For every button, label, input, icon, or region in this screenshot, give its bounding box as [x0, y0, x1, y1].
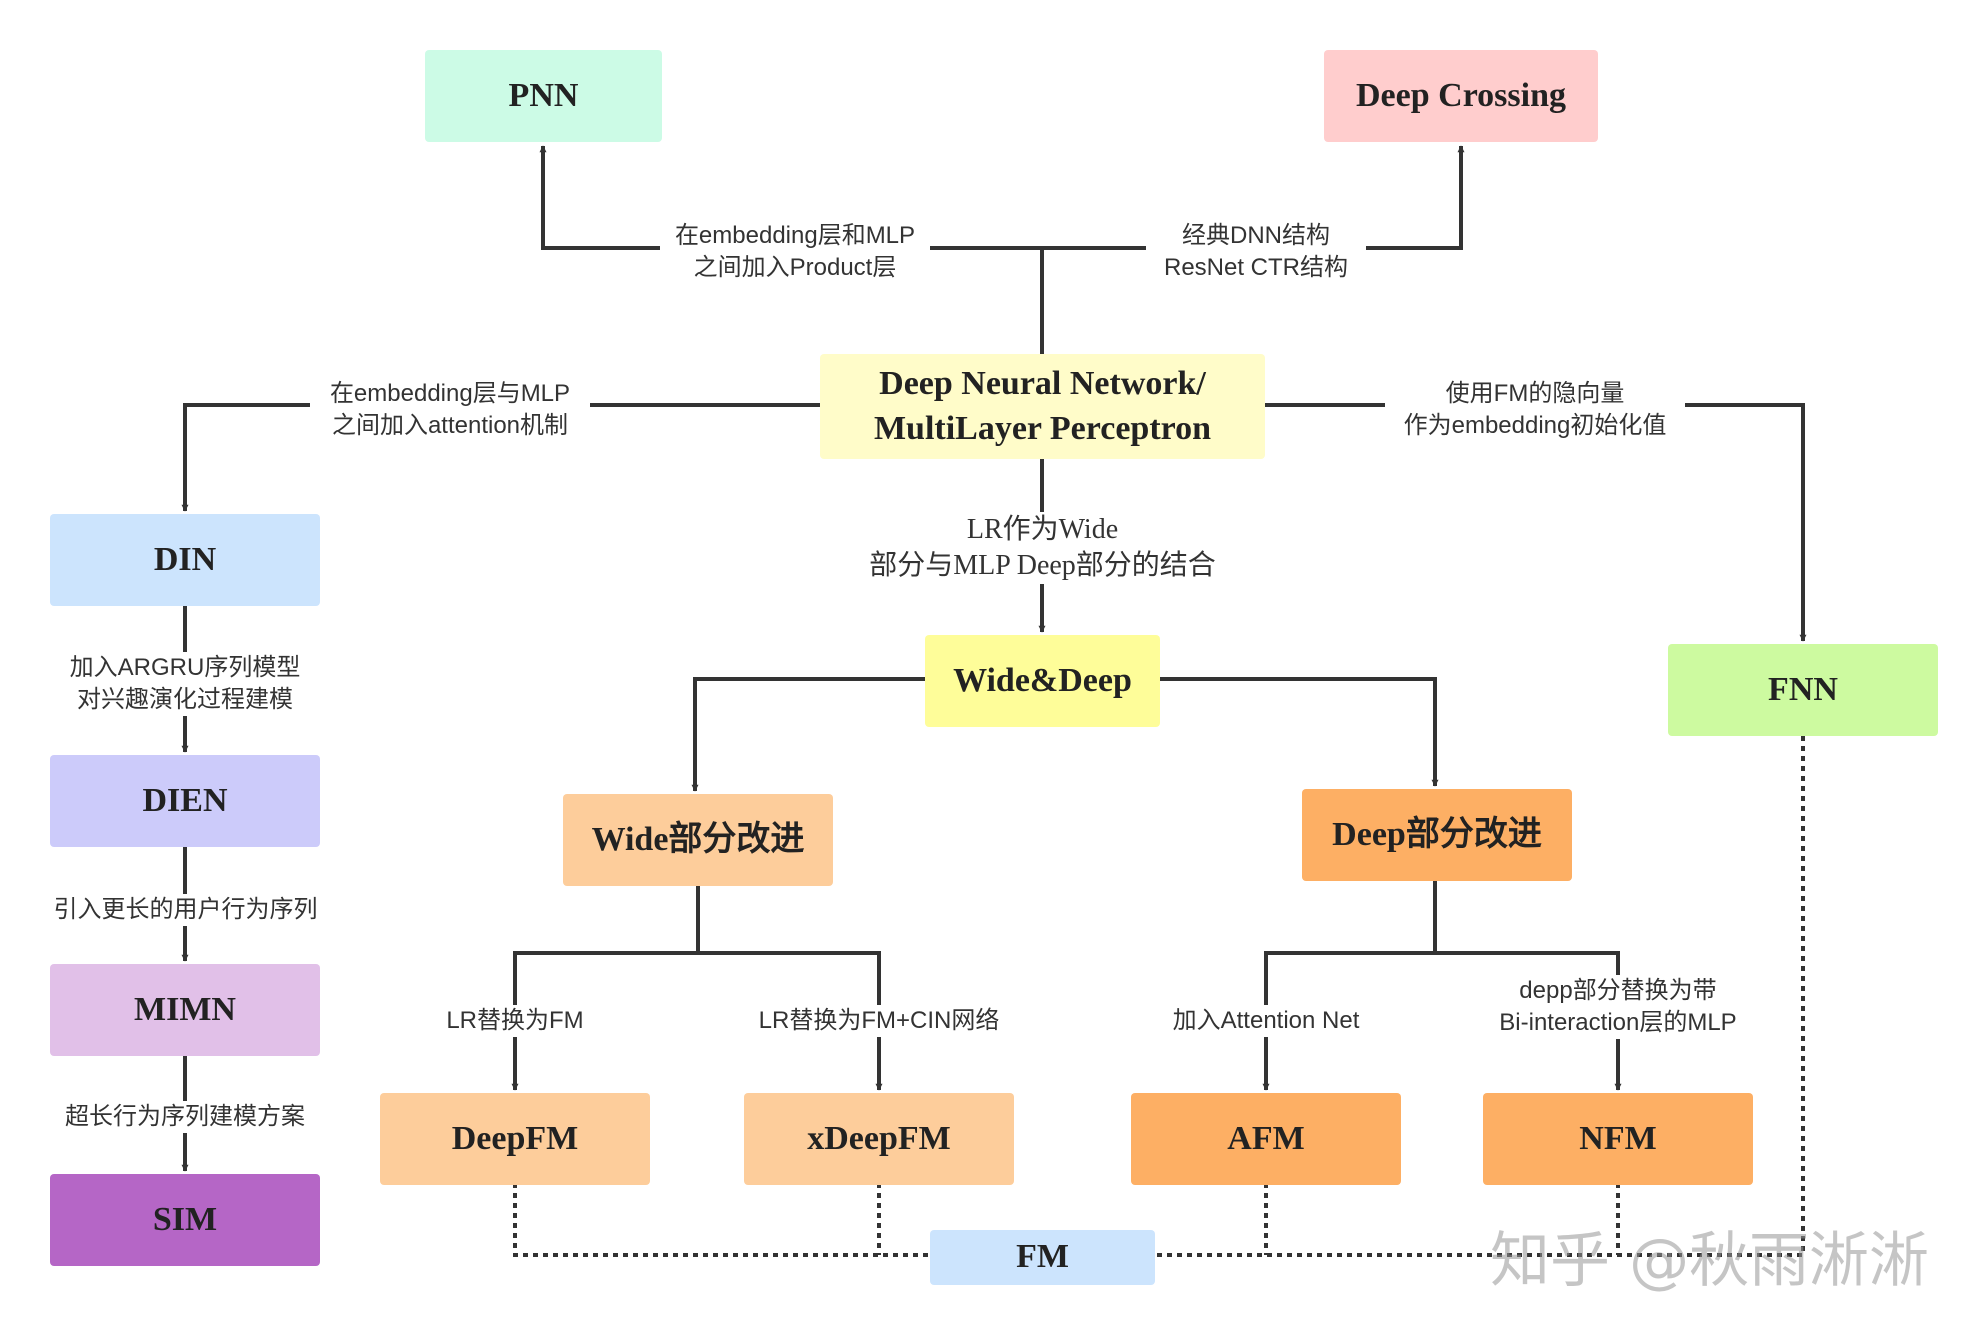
node-pnn: PNN [425, 50, 662, 142]
edge-label-to-dien: 加入ARGRU序列模型 对兴趣演化过程建模 [55, 652, 315, 716]
edge-label-to-deepfm: LR替换为FM [435, 1005, 595, 1037]
edge-label-to-pnn-line2: 之间加入Product层 [693, 254, 897, 281]
node-dnn-label-line2: MultiLayer Perceptron [873, 409, 1212, 447]
node-sim-label: SIM [152, 1200, 218, 1238]
dotted-fnn-to-fm [1155, 736, 1805, 1257]
edge-label-to-nfm-line1: depp部分替换为带 [1519, 977, 1717, 1004]
node-dnn-label-line1: Deep Neural Network/ [879, 365, 1206, 403]
node-dien: DIEN [50, 755, 320, 847]
node-wide-deep: Wide&Deep [925, 635, 1160, 727]
edge-label-to-nfm-line2: Bi-interaction层的MLP [1499, 1009, 1737, 1036]
node-din: DIN [50, 514, 320, 606]
edge-wide-improve-to-deepfm [511, 883, 700, 1091]
node-sim: SIM [50, 1174, 320, 1266]
node-deep-crossing: Deep Crossing [1324, 50, 1598, 142]
node-nfm-label: NFM [1579, 1119, 1657, 1157]
edge-dnn-to-din [181, 403, 820, 512]
node-deepfm: DeepFM [380, 1093, 650, 1185]
node-dnn: Deep Neural Network/ MultiLayer Perceptr… [820, 354, 1265, 459]
node-xdeepfm-label: xDeepFM [807, 1119, 951, 1157]
edge-wide-improve-to-xdeepfm [698, 951, 883, 1091]
edge-wide-deep-to-wide-improve [691, 677, 925, 792]
edge-label-to-deep-crossing-line2: ResNet CTR结构 [1163, 254, 1349, 281]
watermark: 知乎 @秋雨淅淅 [1490, 1226, 1930, 1296]
node-nfm: NFM [1483, 1093, 1753, 1185]
node-afm-label: AFM [1227, 1119, 1305, 1157]
node-dien-label: DIEN [142, 781, 228, 819]
edge-label-to-din-line2: 之间加入attention机制 [331, 412, 569, 439]
node-mimn-label: MIMN [134, 990, 236, 1028]
edge-label-to-wide-deep-line1: LR作为Wide [966, 514, 1119, 545]
edge-label-to-din-line1: 在embedding层与MLP [329, 380, 571, 407]
node-fm-label: FM [1016, 1238, 1069, 1276]
node-fnn: FNN [1668, 644, 1938, 736]
edge-deep-improve-to-nfm [1435, 951, 1622, 1091]
node-wide-improve-label: Wide部分改进 [591, 820, 805, 858]
node-xdeepfm: xDeepFM [744, 1093, 1014, 1185]
edge-label-to-din: 在embedding层与MLP 之间加入attention机制 [310, 378, 590, 442]
node-pnn-label: PNN [508, 76, 579, 114]
edge-label-to-dien-line1: 加入ARGRU序列模型 [69, 654, 301, 681]
edge-label-to-wide-deep-line2: 部分与MLP Deep部分的结合 [869, 550, 1216, 581]
edge-label-to-xdeepfm-line1: LR替换为FM+CIN网络 [758, 1007, 1000, 1034]
edge-label-to-sim: 超长行为序列建模方案 [50, 1101, 320, 1133]
node-deep-improve: Deep部分改进 [1302, 789, 1572, 881]
dotted-deepfm-to-fm [513, 1183, 930, 1257]
edge-label-to-afm-line1: 加入Attention Net [1172, 1007, 1360, 1034]
edge-label-to-pnn-line1: 在embedding层和MLP [674, 222, 916, 249]
node-deep-improve-label: Deep部分改进 [1332, 815, 1542, 853]
node-wide-deep-label: Wide&Deep [953, 661, 1132, 699]
node-fnn-label: FNN [1768, 670, 1838, 708]
edge-label-to-deep-crossing-line1: 经典DNN结构 [1182, 222, 1330, 249]
edge-label-to-afm: 加入Attention Net [1158, 1005, 1374, 1037]
edge-label-to-xdeepfm: LR替换为FM+CIN网络 [745, 1005, 1013, 1037]
node-afm: AFM [1131, 1093, 1401, 1185]
edge-wide-deep-to-deep-improve [1160, 677, 1439, 787]
edge-label-to-wide-deep: LR作为Wide 部分与MLP Deep部分的结合 [850, 512, 1235, 584]
node-deepfm-label: DeepFM [451, 1119, 579, 1157]
edge-label-to-fnn-line2: 作为embedding初始化值 [1403, 412, 1667, 439]
node-din-label: DIN [153, 540, 217, 578]
edge-deep-improve-to-afm [1262, 878, 1437, 1091]
edge-label-to-fnn-line1: 使用FM的隐向量 [1445, 380, 1625, 407]
node-mimn: MIMN [50, 964, 320, 1056]
edge-label-to-mimn: 引入更长的用户行为序列 [38, 894, 333, 926]
node-deep-crossing-label: Deep Crossing [1356, 76, 1566, 114]
edge-label-to-pnn: 在embedding层和MLP 之间加入Product层 [660, 220, 930, 284]
edge-label-to-mimn-line1: 引入更长的用户行为序列 [53, 896, 318, 923]
edge-label-to-deepfm-line1: LR替换为FM [446, 1007, 584, 1034]
node-wide-improve: Wide部分改进 [563, 794, 833, 886]
edge-label-to-dien-line2: 对兴趣演化过程建模 [77, 686, 293, 713]
node-fm: FM [930, 1230, 1155, 1285]
edge-label-to-fnn: 使用FM的隐向量 作为embedding初始化值 [1385, 378, 1685, 442]
edge-label-to-sim-line1: 超长行为序列建模方案 [65, 1103, 305, 1130]
edge-label-to-deep-crossing: 经典DNN结构 ResNet CTR结构 [1146, 220, 1366, 284]
edge-label-to-nfm: depp部分替换为带 Bi-interaction层的MLP [1478, 975, 1758, 1039]
